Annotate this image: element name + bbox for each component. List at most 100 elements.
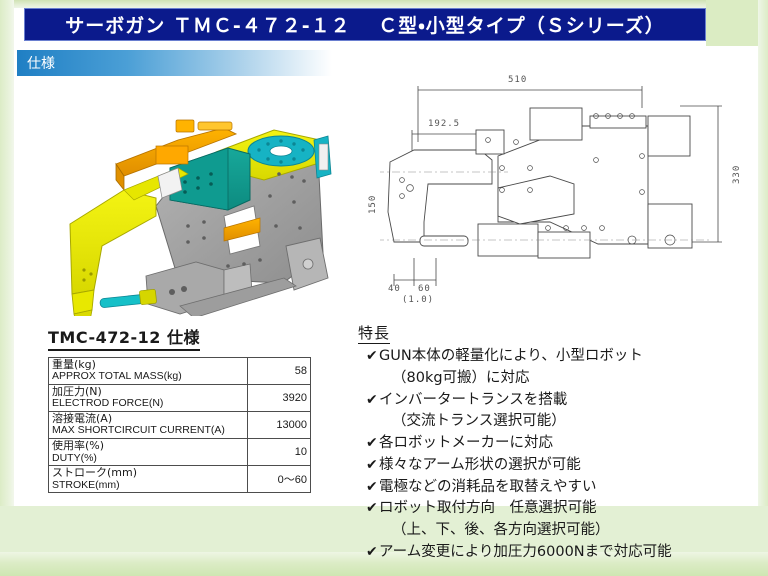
check-icon: ✔ (366, 478, 378, 495)
arm-bolts (82, 268, 93, 282)
spec-label-jp: 加圧力(N) (52, 385, 102, 399)
list-item: ✔ GUN本体の軽量化により、小型ロボット （80kg可搬）に対応 (366, 346, 750, 390)
feature-subtext: （80kg可搬）に対応 (392, 369, 530, 386)
slide-title-bar: サーボガン ＴＭＣ-４７２-１２ Ｃ型・小型タイプ（Ｓシリーズ） (24, 8, 706, 41)
section-header-label: 仕様 (27, 56, 55, 72)
feature-text: アーム変更により加圧力6000Nまで対応可能 (379, 543, 672, 560)
feature-text: インバータートランスを搭載 (379, 391, 568, 408)
right-side-plate (318, 143, 329, 171)
feature-text: GUN本体の軽量化により、小型ロボット (379, 348, 643, 364)
orange-clamp (155, 145, 189, 165)
feature-row: ✔ 様々なアーム形状の選択が可能 (366, 455, 750, 477)
spec-label-en: APPROX TOTAL MASS(kg) (52, 370, 182, 383)
feature-text: 電極などの消耗品を取替えやすい (379, 478, 597, 495)
frame-bolt-holes (186, 172, 306, 268)
spec-label-jp: 溶接電流(A) (52, 412, 113, 426)
servo-gun-dimension-drawing: 510 192.5 330 150 40 60 (1.0) (368, 72, 750, 307)
shaft-collar (139, 289, 157, 305)
spec-value-cell: 58 (247, 356, 311, 386)
check-icon: ✔ (366, 348, 378, 364)
dim-label-192-5: 192.5 (428, 119, 461, 129)
spec-value-cell: 13000 (247, 411, 311, 440)
check-icon: ✔ (366, 435, 378, 451)
features-panel: 特長 ✔ GUN本体の軽量化により、小型ロボット （80kg可搬）に対応 ✔ イ… (358, 322, 750, 564)
top-flange (589, 115, 647, 129)
frame-bottom-band (0, 552, 768, 576)
spec-label-jp: ストローク(mm) (52, 466, 138, 480)
check-icon: ✔ (366, 500, 378, 517)
orange-servo-block (175, 119, 195, 133)
feature-text: 各ロボットメーカーに対応 (379, 435, 553, 451)
electrode-shaft-side (419, 235, 469, 247)
spec-label-cell: 重量(kg) APPROX TOTAL MASS(kg) (48, 356, 248, 386)
spec-value-cell: 0〜60 (247, 465, 311, 494)
feature-row: ✔ アーム変更により加圧力6000Nまで対応可能 (366, 542, 750, 564)
electrode-c-arm (69, 189, 157, 295)
orange-servo-arm (197, 121, 233, 131)
table-row: 溶接電流(A) MAX SHORTCIRCUIT CURRENT(A) 1300… (48, 411, 311, 440)
frame-bottom-highlight-band (0, 506, 768, 552)
check-icon: ✔ (366, 456, 378, 473)
frame-top-band (0, 0, 768, 8)
specification-panel: TMC-472-12 仕様 重量(kg) APPROX TOTAL MASS(k… (48, 324, 311, 494)
spec-label-cell: 溶接電流(A) MAX SHORTCIRCUIT CURRENT(A) (48, 411, 248, 440)
feature-row: ✔ 各ロボットメーカーに対応 (366, 433, 750, 455)
frame-right-band (758, 0, 768, 576)
list-item: ✔ アーム変更により加圧力6000Nまで対応可能 (366, 542, 750, 564)
section-header-bar: 仕様 (17, 50, 332, 76)
feature-row: ✔ GUN本体の軽量化により、小型ロボット (366, 346, 750, 368)
base-shelf (179, 277, 297, 319)
list-item: ✔ 各ロボットメーカーに対応 (366, 433, 750, 455)
feature-row: ✔ インバータートランスを搭載 (366, 390, 750, 412)
dim-label-tolerance: (1.0) (402, 295, 435, 305)
gun-side-window (497, 175, 575, 225)
dim-label-60: 60 (418, 284, 431, 294)
table-row: 使用率(%) DUTY(%) 10 (48, 438, 311, 467)
mount-ring-bolt-holes (257, 139, 305, 164)
spec-label-cell: 使用率(%) DUTY(%) (48, 438, 248, 467)
feature-text: ロボット取付方向 任意選択可能 (379, 500, 597, 517)
spec-label-jp: 使用率(%) (52, 439, 105, 453)
drawing-centre-lines (376, 171, 710, 241)
gun-side-c-arm (387, 149, 493, 243)
spec-table-heading: TMC-472-12 仕様 (48, 324, 200, 351)
dim-label-330: 330 (732, 164, 742, 184)
table-row: 加圧力(N) ELECTROD FORCE(N) 3920 (48, 384, 311, 413)
list-item: ✔ インバータートランスを搭載 （交流トランス選択可能） (366, 390, 750, 434)
frame-left-band (0, 0, 14, 576)
feature-row: ✔ ロボット取付方向 任意選択可能 (366, 498, 750, 520)
features-heading: 特長 (358, 324, 391, 344)
servo-gun-3d-render-svg (69, 119, 332, 324)
dim-label-150: 150 (368, 194, 378, 214)
inner-orange-bar (223, 217, 261, 242)
motor-rear-side (537, 231, 591, 259)
check-icon: ✔ (366, 391, 378, 408)
spec-label-jp: 重量(kg) (52, 358, 96, 371)
check-icon: ✔ (366, 543, 378, 560)
spec-label-en: MAX SHORTCIRCUIT CURRENT(A) (52, 424, 225, 437)
servo-gun-3d-render (28, 78, 358, 324)
spec-value-cell: 3920 (247, 384, 311, 413)
white-mount-pad (157, 167, 183, 199)
rear-bracket-upper (647, 115, 691, 157)
features-list: ✔ GUN本体の軽量化により、小型ロボット （80kg可搬）に対応 ✔ インバー… (358, 346, 750, 564)
table-row: 重量(kg) APPROX TOTAL MASS(kg) 58 (48, 356, 311, 386)
rear-bracket-lower (647, 203, 693, 249)
spec-label-en: STROKE(mm) (52, 478, 120, 491)
dimension-drawing-svg (376, 86, 722, 286)
dim-label-510: 510 (508, 75, 528, 85)
spec-label-cell: 加圧力(N) ELECTROD FORCE(N) (48, 384, 248, 413)
list-item: ✔ 様々なアーム形状の選択が可能 (366, 455, 750, 477)
spec-label-cell: ストローク(mm) STROKE(mm) (48, 465, 248, 494)
feature-subtext: （上、下、後、各方向選択可能） (392, 522, 610, 538)
rear-mount-bore (302, 258, 314, 270)
arm-clamp-plate (475, 129, 505, 155)
servo-unit-top (529, 107, 583, 141)
frame-corner-top-right (706, 0, 768, 46)
spec-table: 重量(kg) APPROX TOTAL MASS(kg) 58 加圧力(N) E… (48, 356, 311, 494)
spec-value-cell: 10 (247, 438, 311, 467)
mount-ring-bore (269, 145, 293, 157)
dim-label-40: 40 (388, 284, 401, 294)
table-row: ストローク(mm) STROKE(mm) 0〜60 (48, 465, 311, 494)
